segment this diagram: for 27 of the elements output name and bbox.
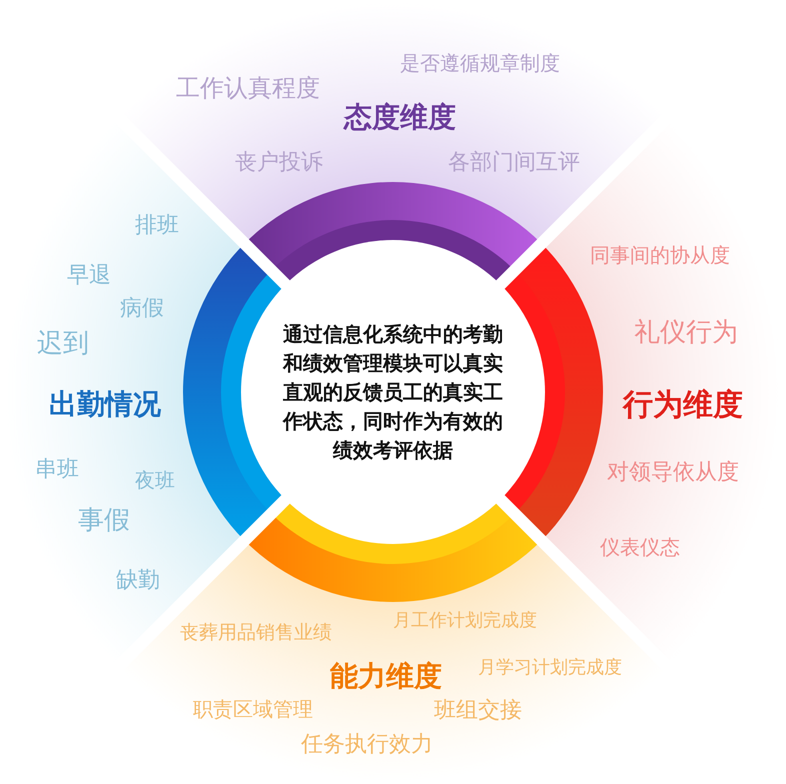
segment-title: 出勤情况	[49, 390, 161, 420]
keyword-label: 丧户投诉	[235, 150, 323, 176]
keyword-label: 月学习计划完成度	[478, 658, 622, 678]
segment-title: 能力维度	[330, 662, 442, 692]
keyword-label: 仪表仪态	[600, 536, 680, 558]
center-text: 通过信息化系统中的考勤和绩效管理模块可以真实直观的反馈员工的真实工作状态，同时作为有效的绩效考评依据	[281, 320, 504, 464]
keyword-label: 病假	[120, 296, 164, 322]
keyword-label: 礼仪行为	[634, 318, 738, 348]
keyword-label: 事假	[78, 506, 130, 536]
keyword-label: 丧葬用品销售业绩	[180, 622, 332, 644]
segment-title: 态度维度	[344, 102, 456, 134]
keyword-label: 缺勤	[116, 568, 160, 594]
keyword-label: 串班	[35, 458, 79, 482]
segment-title: 行为维度	[623, 388, 743, 422]
keyword-label: 各部门间互评	[448, 150, 580, 176]
keyword-label: 对领导依从度	[607, 460, 739, 486]
keyword-label: 迟到	[37, 330, 89, 358]
keyword-label: 职责区域管理	[193, 698, 313, 720]
keyword-label: 任务执行效力	[301, 732, 433, 758]
keyword-label: 排班	[135, 214, 179, 238]
keyword-label: 班组交接	[434, 698, 522, 724]
keyword-label: 月工作计划完成度	[393, 611, 537, 631]
keyword-label: 同事间的协从度	[590, 244, 730, 266]
keyword-label: 早退	[67, 264, 111, 288]
keyword-label: 夜班	[135, 469, 175, 491]
keyword-label: 是否遵循规章制度	[400, 52, 560, 74]
keyword-label: 工作认真程度	[176, 74, 320, 102]
